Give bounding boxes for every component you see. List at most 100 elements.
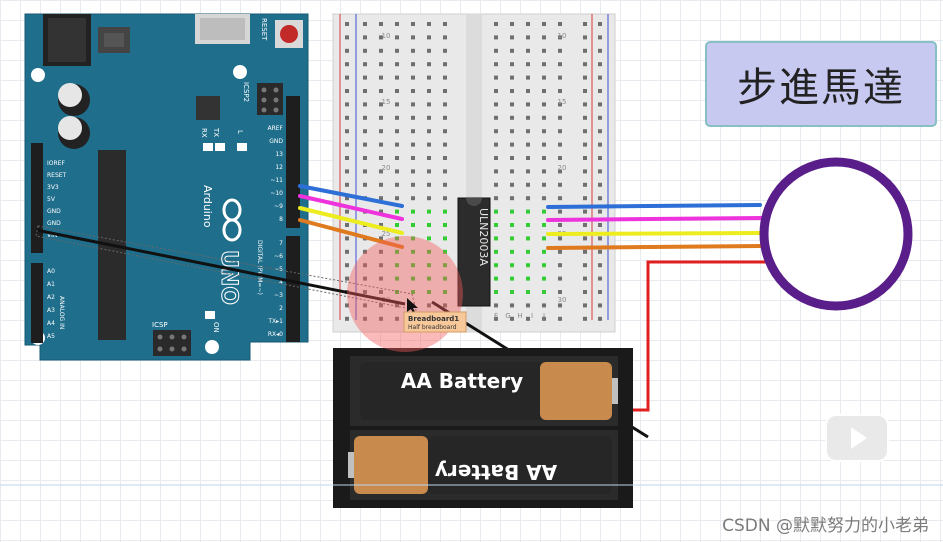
breadboard-hole — [494, 48, 498, 53]
breadboard-hole-connected — [526, 236, 530, 241]
breadboard-hole — [542, 169, 546, 174]
breadboard-hole — [345, 196, 349, 201]
arduino-uno-board[interactable] — [24, 13, 309, 361]
breadboard-hole — [443, 89, 447, 93]
breadboard-hole — [583, 89, 587, 93]
breadboard-hole — [395, 75, 399, 80]
breadboard-hole-connected — [542, 249, 546, 254]
breadboard-hole — [427, 75, 431, 80]
breadboard-hole — [395, 89, 399, 93]
analog-label: ANALOG IN — [58, 296, 65, 329]
breadboard-hole — [526, 169, 530, 174]
breadboard-hole — [494, 303, 498, 308]
breadboard-hole — [526, 102, 530, 107]
breadboard-row-number: 10 — [558, 32, 567, 40]
breadboard-hole — [583, 22, 587, 26]
breadboard-hole — [598, 303, 602, 308]
breadboard-hole — [379, 290, 383, 294]
breadboard-hole — [443, 196, 447, 201]
breadboard-hole — [411, 182, 415, 187]
breadboard-hole-connected — [443, 209, 447, 214]
battery-cell-top — [360, 362, 618, 420]
breadboard-hole — [510, 22, 514, 26]
breadboard-hole — [583, 48, 587, 53]
breadboard-hole — [411, 196, 415, 201]
breadboard-hole — [411, 102, 415, 107]
breadboard-hole — [494, 22, 498, 26]
breadboard-hole — [583, 196, 587, 201]
breadboard-hole-connected — [526, 249, 530, 254]
analog-pin-label: A5 — [47, 333, 55, 340]
breadboard-hole-connected — [443, 249, 447, 254]
wire-orange-right — [546, 244, 764, 250]
breadboard-hole — [345, 89, 349, 93]
wire-dashed-outline — [35, 225, 417, 311]
breadboard-hole — [542, 89, 546, 93]
analog-pin-label: A0 — [47, 268, 55, 275]
breadboard-hole — [427, 22, 431, 26]
breadboard-hole — [363, 22, 367, 26]
bilibili-play-icon[interactable] — [823, 403, 891, 465]
breadboard-hole — [542, 102, 546, 107]
breadboard-hole — [494, 89, 498, 93]
breadboard-hole — [395, 142, 399, 147]
breadboard-hole — [363, 263, 367, 268]
breadboard-hole — [427, 129, 431, 134]
breadboard-hole — [443, 75, 447, 80]
icsp2-label: ICSP2 — [242, 82, 250, 102]
rx-label: RX — [200, 128, 208, 138]
breadboard-hole — [583, 263, 587, 268]
breadboard-hole-connected — [494, 223, 498, 227]
breadboard-hole — [542, 75, 546, 80]
breadboard-row-number: 20 — [558, 164, 567, 172]
breadboard-hole — [363, 156, 367, 160]
breadboard-hole — [598, 223, 602, 227]
breadboard-hole — [443, 102, 447, 107]
breadboard-hole — [583, 303, 587, 308]
breadboard-hole — [379, 89, 383, 93]
wires-arduino-to-breadboard[interactable] — [298, 184, 404, 249]
wires-breadboard-to-motor[interactable] — [546, 203, 767, 412]
breadboard-hole — [379, 263, 383, 268]
breadboard-hole — [345, 22, 349, 26]
breadboard-hole — [379, 196, 383, 201]
breadboard-hole — [558, 115, 562, 120]
breadboard-hole — [443, 156, 447, 160]
breadboard-hole — [598, 156, 602, 160]
breadboard-hole — [494, 182, 498, 187]
power-pin-label: VIN — [47, 232, 57, 239]
arduino-brand-label: Arduino — [201, 185, 214, 228]
breadboard-hole — [510, 316, 514, 321]
breadboard-hole — [379, 62, 383, 67]
chip-label: ULN2003A — [477, 208, 490, 266]
breadboard-hole — [558, 89, 562, 93]
digital-pin-label: GND — [269, 138, 283, 145]
breadboard-hole — [583, 182, 587, 187]
breadboard-hole — [345, 263, 349, 268]
breadboard-hole — [542, 115, 546, 120]
breadboard-hole — [345, 142, 349, 147]
breadboard-hole — [345, 75, 349, 80]
breadboard-hole — [395, 129, 399, 134]
breadboard-hole — [363, 48, 367, 53]
tooltip-title: Breadboard1 — [408, 315, 459, 323]
breadboard-hole — [598, 35, 602, 40]
power-pin-label: RESET — [47, 172, 67, 179]
breadboard-hole-connected — [526, 276, 530, 281]
on-label: ON — [212, 322, 220, 333]
breadboard-hole — [363, 249, 367, 254]
breadboard-hole — [598, 142, 602, 147]
breadboard-hole — [558, 62, 562, 67]
breadboard-hole — [542, 316, 546, 321]
breadboard-hole — [345, 303, 349, 308]
stepper-motor[interactable] — [759, 157, 913, 311]
breadboard-hole — [583, 209, 587, 214]
digital-pin-label: ~10 — [270, 190, 283, 197]
breadboard-hole — [526, 115, 530, 120]
breadboard-hole — [526, 35, 530, 40]
breadboard-hole — [363, 169, 367, 174]
uln2003a-chip[interactable] — [457, 197, 491, 307]
wire-yellow-right — [546, 231, 764, 236]
